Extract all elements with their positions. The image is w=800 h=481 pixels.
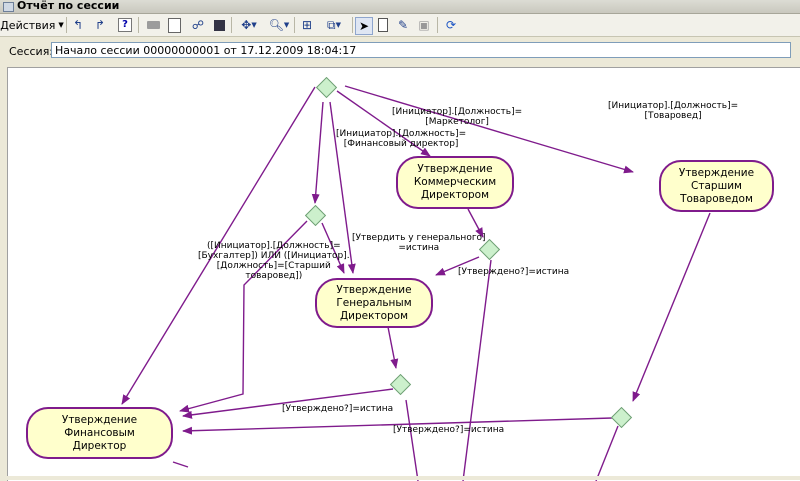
- tree-icon[interactable]: ⊞: [301, 18, 313, 32]
- print-icon[interactable]: [144, 17, 162, 33]
- edge-diamond3-general: [435, 256, 480, 276]
- toolbar-separator: [231, 17, 232, 33]
- edge-diamond5-financial: [182, 417, 613, 435]
- graph-icon[interactable]: ☍: [191, 18, 205, 32]
- edge-start-senior: [344, 85, 634, 174]
- toolbar: Действия▼ ↰ ↱ ? ☍ ✥▼ 🔍︎▼ ⊞ ⧉▼ ➤ ✎ ▣ ⟳: [0, 14, 800, 37]
- condition-label: ([Инициатор].[Должность]= [Бухгалтер]) И…: [198, 241, 350, 281]
- zoom-icon[interactable]: 🔍︎▼: [268, 18, 290, 32]
- window-titlebar: Отчёт по сессии: [0, 0, 800, 14]
- node-commercial-director[interactable]: Утверждение Коммерческим Директором: [396, 156, 514, 209]
- redo-icon[interactable]: ↱: [94, 18, 106, 32]
- toolbar-separator: [294, 17, 295, 33]
- session-bar: Сессия: Начало сессии 00000000001 от 17.…: [0, 37, 800, 65]
- diagram-connectors: [121, 85, 711, 481]
- page-icon[interactable]: [375, 17, 391, 33]
- edit-icon[interactable]: ✎: [397, 18, 409, 32]
- edge-start-general: [329, 101, 356, 274]
- node-general-director[interactable]: Утверждение Генеральным Директором: [315, 278, 433, 328]
- pointer-icon[interactable]: ➤: [355, 17, 373, 35]
- report-icon: [3, 2, 14, 12]
- edge-general-diamond4: [387, 326, 399, 369]
- session-field[interactable]: Начало сессии 00000000001 от 17.12.2009 …: [51, 42, 791, 58]
- actions-menu-button[interactable]: Действия▼: [0, 17, 64, 33]
- edge-diamond3-down: [462, 259, 492, 481]
- window-title: Отчёт по сессии: [17, 0, 120, 12]
- toolbar-separator: [138, 17, 139, 33]
- disabled-icon[interactable]: ▣: [418, 18, 430, 32]
- edge-diamond2-general: [321, 222, 345, 274]
- status-strip: [0, 476, 800, 480]
- condition-label: [Утверждено?]=истина: [458, 267, 570, 277]
- toolbar-separator: [66, 17, 67, 33]
- actions-label: Действия: [0, 18, 56, 32]
- edge-financial-down: [172, 461, 189, 468]
- undo-icon[interactable]: ↰: [72, 18, 84, 32]
- edge-diamond5-down: [595, 425, 619, 481]
- edge-diamond4-down: [405, 399, 419, 481]
- condition-label: [Инициатор].[Должность]= [Финансовый дир…: [336, 129, 467, 149]
- node-senior-merchandiser[interactable]: Утверждение Старшим Товароведом: [659, 160, 774, 212]
- condition-label: [Утверждено?]=истина: [393, 425, 505, 435]
- help-icon[interactable]: ?: [116, 17, 134, 33]
- condition-label: [Утвердить у генерального] =истина: [352, 233, 486, 253]
- refresh-icon[interactable]: ⟳: [445, 18, 457, 32]
- edge-start-diamond2: [311, 101, 324, 204]
- layout-icon[interactable]: ✥▼: [241, 18, 257, 32]
- preview-icon[interactable]: [165, 17, 183, 33]
- edge-senior-diamond5: [632, 212, 711, 402]
- toolbar-separator: [352, 17, 353, 33]
- objects-icon[interactable]: ⧉▼: [327, 17, 341, 32]
- session-label: Сессия:: [9, 45, 54, 58]
- edge-commercial-diamond3: [467, 208, 484, 238]
- toolbar-separator: [437, 17, 438, 33]
- save-icon[interactable]: [211, 17, 227, 33]
- node-financial-director[interactable]: Утверждение Финансовым Директор: [26, 407, 173, 459]
- edge-diamond2-financial: [179, 220, 308, 413]
- condition-label: [Инициатор].[Должность]= [Товаровед]: [608, 101, 739, 121]
- edge-start-financial: [121, 86, 316, 405]
- edge-diamond4-financial: [182, 388, 394, 419]
- condition-label: [Инициатор].[Должность]= [Маркетолог]: [392, 107, 523, 127]
- edge-start-commercial: [336, 90, 431, 157]
- diagram-canvas[interactable]: Утверждение Коммерческим Директором Утве…: [7, 67, 800, 481]
- condition-label: [Утверждено?]=истина: [282, 404, 394, 414]
- dropdown-arrow-icon: ▼: [58, 21, 64, 29]
